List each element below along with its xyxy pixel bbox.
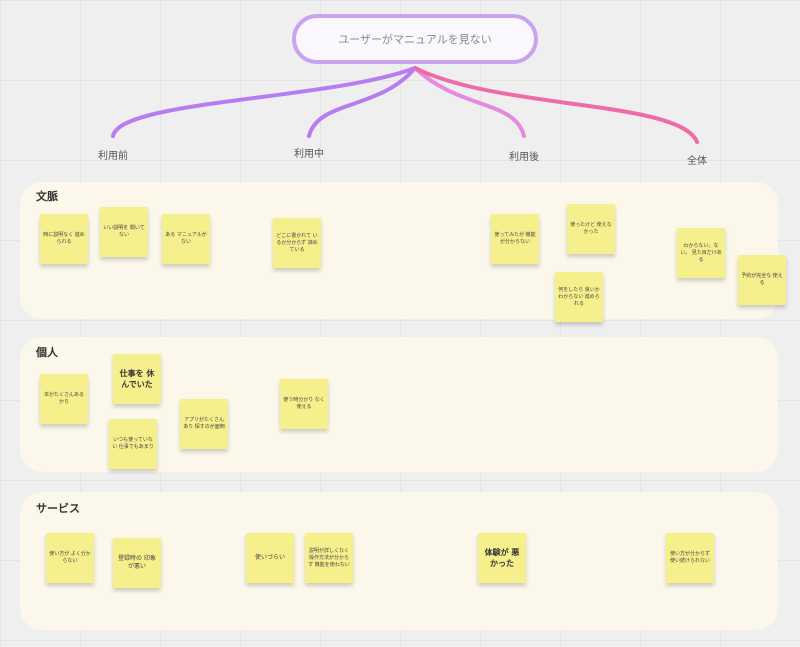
sticky-note[interactable]: ある マニュアルがない	[162, 214, 210, 264]
root-topic[interactable]: ユーザーがマニュアルを見ない	[292, 14, 538, 64]
root-topic-label: ユーザーがマニュアルを見ない	[338, 33, 492, 46]
connector-after	[413, 66, 526, 138]
lane-title-context: 文脈	[36, 190, 58, 203]
sticky-note[interactable]: 登録時の 印象が悪い	[113, 538, 161, 588]
sticky-note[interactable]: 使い方が よく分からない	[46, 533, 94, 583]
sticky-note[interactable]: 使い方が分からず 使い続けられない	[666, 533, 714, 583]
connector-before	[111, 66, 417, 138]
sticky-note[interactable]: いい説明を 聞いてない	[100, 207, 148, 257]
connector-during	[307, 66, 417, 138]
sticky-note[interactable]: いつも使っていない 仕事でもあまり	[109, 419, 157, 469]
branch-label-during: 利用中	[294, 149, 324, 160]
sticky-note[interactable]: 使いづらい	[246, 533, 294, 583]
sticky-note[interactable]: どこに書かれて いるか分からず 諦めている	[273, 218, 321, 268]
sticky-note[interactable]: アプリがたくさんあり 探すのが面倒	[180, 399, 228, 449]
connector-overall	[413, 66, 699, 144]
sticky-note[interactable]: 説明が詳しくなく 操作方法が分からず 機能を使わない	[305, 533, 353, 583]
sticky-note[interactable]: 本がたくさんあるから	[40, 374, 88, 424]
branch-label-before: 利用前	[98, 151, 128, 162]
sticky-note[interactable]: 使う時分かり なく使える	[280, 379, 328, 429]
sticky-note[interactable]: 体験が 悪かった	[478, 533, 526, 583]
sticky-note[interactable]: 仕事を 休んでいた	[113, 354, 161, 404]
sticky-note[interactable]: 何をしたら 良いかわからない 進められる	[555, 272, 603, 322]
sticky-note[interactable]: 予約が完全な 使える	[738, 255, 786, 305]
sticky-note[interactable]: 時に説明なく 進められる	[40, 214, 88, 264]
sticky-note[interactable]: 使ってみたが 機能が分からない	[491, 214, 539, 264]
sticky-note[interactable]: 使ったけど 使えなかった	[567, 204, 615, 254]
lane-title-individual: 個人	[36, 346, 58, 359]
sticky-note[interactable]: わからない。ない。 見た目だけある	[677, 228, 725, 278]
lane-title-service: サービス	[36, 502, 80, 515]
branch-label-after: 利用後	[509, 152, 539, 163]
branch-label-overall: 全体	[687, 156, 707, 167]
